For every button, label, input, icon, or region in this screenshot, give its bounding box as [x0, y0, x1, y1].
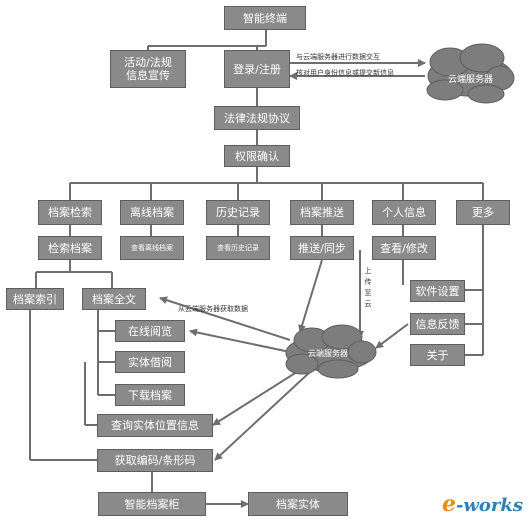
promo-node: 活动/法规 信息宣传 [110, 50, 186, 88]
borrow-node: 实体借阅 [115, 351, 185, 373]
cloud-shapes [285, 43, 515, 379]
terminal-node: 智能终端 [224, 6, 306, 30]
more-node: 更多 [456, 200, 510, 225]
auth-node: 权限确认 [224, 145, 290, 167]
download-node: 下载档案 [115, 384, 185, 406]
from-cloud-label: 从云端服务器获取数据 [178, 305, 248, 313]
entity-node: 档案实体 [248, 492, 348, 516]
personal-node: 个人信息 [372, 200, 436, 225]
index-node: 档案索引 [6, 288, 64, 310]
push-node: 档案推送 [290, 200, 354, 225]
view-offline-node: 查看离线档案 [120, 236, 184, 260]
barcode-node: 获取编码/条形码 [97, 449, 213, 472]
about-node: 关于 [410, 344, 465, 366]
login-node: 登录/注册 [224, 50, 290, 88]
feedback-node: 信息反馈 [410, 313, 465, 335]
eworks-logo: e-works [441, 491, 523, 517]
interact-label: 与云端服务器进行数据交互 [296, 53, 380, 61]
search-archive-node: 检索档案 [38, 236, 102, 260]
view-edit-node: 查看/修改 [372, 236, 436, 260]
verify-label: 核对用户身份信息或提交新信息 [296, 69, 394, 77]
cloud-top-label: 云端服务器 [448, 75, 494, 85]
view-history-node: 查看历史记录 [206, 236, 270, 260]
push-sync-node: 推送/同步 [290, 236, 354, 260]
location-node: 查询实体位置信息 [97, 414, 213, 437]
settings-node: 软件设置 [410, 280, 465, 302]
online-node: 在线阅览 [115, 320, 185, 342]
upload-label: 上 传 至 云 [364, 267, 372, 308]
history-node: 历史记录 [206, 200, 270, 225]
cabinet-node: 智能档案柜 [98, 492, 206, 516]
cloud-mid-label: 云端服务器 [308, 349, 348, 358]
offline-node: 离线档案 [120, 200, 184, 225]
search-node: 档案检索 [38, 200, 102, 225]
agreement-node: 法律法规协议 [214, 106, 300, 130]
fulltext-node: 档案全文 [82, 288, 146, 310]
